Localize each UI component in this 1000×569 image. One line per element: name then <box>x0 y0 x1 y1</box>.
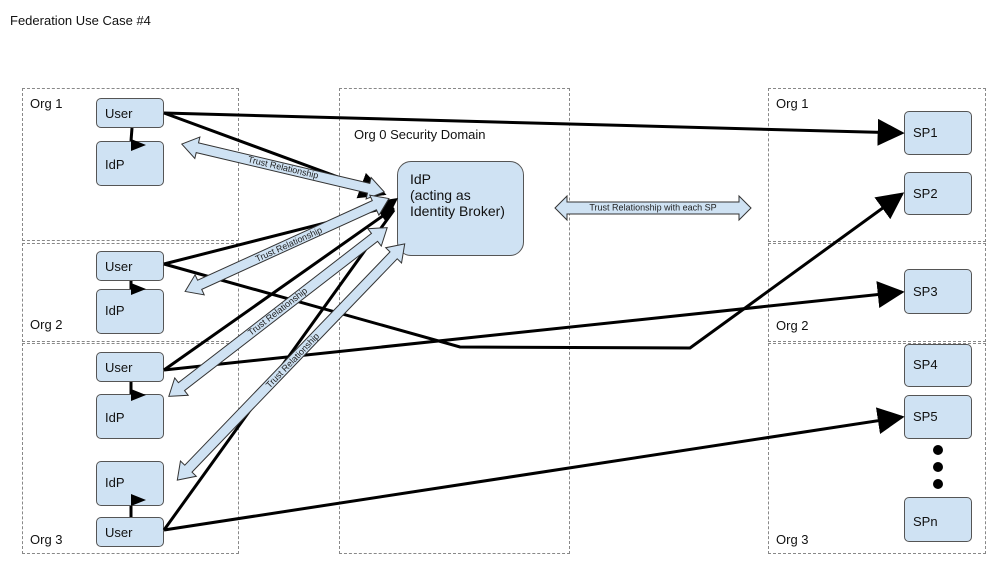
org2-right-label: Org 2 <box>776 318 809 333</box>
trust-arrow-sp <box>554 194 752 222</box>
sp3-box[interactable]: SP3 <box>904 269 972 314</box>
org1-right-label: Org 1 <box>776 96 809 111</box>
user-box-org1[interactable]: User <box>96 98 164 128</box>
trust-label-3: Trust Relationship <box>246 285 309 337</box>
trust-arrow-4 <box>176 243 406 481</box>
org3-left-region <box>22 343 239 554</box>
trust-arrow-2 <box>184 194 390 296</box>
org3-right-region <box>768 343 986 554</box>
spn-box[interactable]: SPn <box>904 497 972 542</box>
user-box-org3a[interactable]: User <box>96 352 164 382</box>
org3-left-label: Org 3 <box>30 532 63 547</box>
trust-label-sp: Trust Relationship with each SP <box>589 202 716 212</box>
broker-line-1: IdP <box>410 171 432 187</box>
user2-idp2-arrowhead <box>131 283 146 295</box>
user1-idp1-connector <box>129 127 134 142</box>
identity-broker-box[interactable]: IdP (acting as Identity Broker) <box>397 161 524 256</box>
trust-arrow-3 <box>168 227 388 397</box>
ellipsis-dot-1 <box>933 445 943 455</box>
ellipsis-dot-3 <box>933 479 943 489</box>
user2-to-sp2-line <box>163 192 905 350</box>
sp5-box[interactable]: SP5 <box>904 395 972 439</box>
org1-left-region <box>22 88 239 241</box>
idp3b-user3b-arrowhead <box>131 494 146 506</box>
user-box-org3b[interactable]: User <box>96 517 164 547</box>
broker-line-2: (acting as <box>410 187 471 203</box>
user3a-idp3a-arrowhead <box>131 389 146 401</box>
trust-arrow-1 <box>180 136 386 200</box>
ellipsis-dot-2 <box>933 462 943 472</box>
trust-label-4: Trust Relationship <box>264 331 321 390</box>
idp-box-org1[interactable]: IdP <box>96 141 164 186</box>
broker-line-3: Identity Broker) <box>410 203 505 219</box>
user1-idp1-arrowhead <box>131 139 146 151</box>
org2-left-label: Org 2 <box>30 317 63 332</box>
idp-box-org3b[interactable]: IdP <box>96 461 164 506</box>
sp2-box[interactable]: SP2 <box>904 172 972 215</box>
user-box-org2[interactable]: User <box>96 251 164 281</box>
idp-box-org2[interactable]: IdP <box>96 289 164 334</box>
org3-right-label: Org 3 <box>776 532 809 547</box>
org1-left-label: Org 1 <box>30 96 63 111</box>
org2-left-region <box>22 243 239 342</box>
user3b-to-sp5-line <box>163 407 905 532</box>
idp-box-org3a[interactable]: IdP <box>96 394 164 439</box>
user1-to-sp1-line <box>163 111 905 146</box>
org0-label: Org 0 Security Domain <box>354 127 486 142</box>
user3a-to-broker-line <box>163 206 395 372</box>
sp4-box[interactable]: SP4 <box>904 344 972 387</box>
user3a-to-sp3-line <box>163 281 905 372</box>
page-title: Federation Use Case #4 <box>10 13 151 28</box>
org0-region <box>339 88 570 554</box>
org1-right-region <box>768 88 986 242</box>
